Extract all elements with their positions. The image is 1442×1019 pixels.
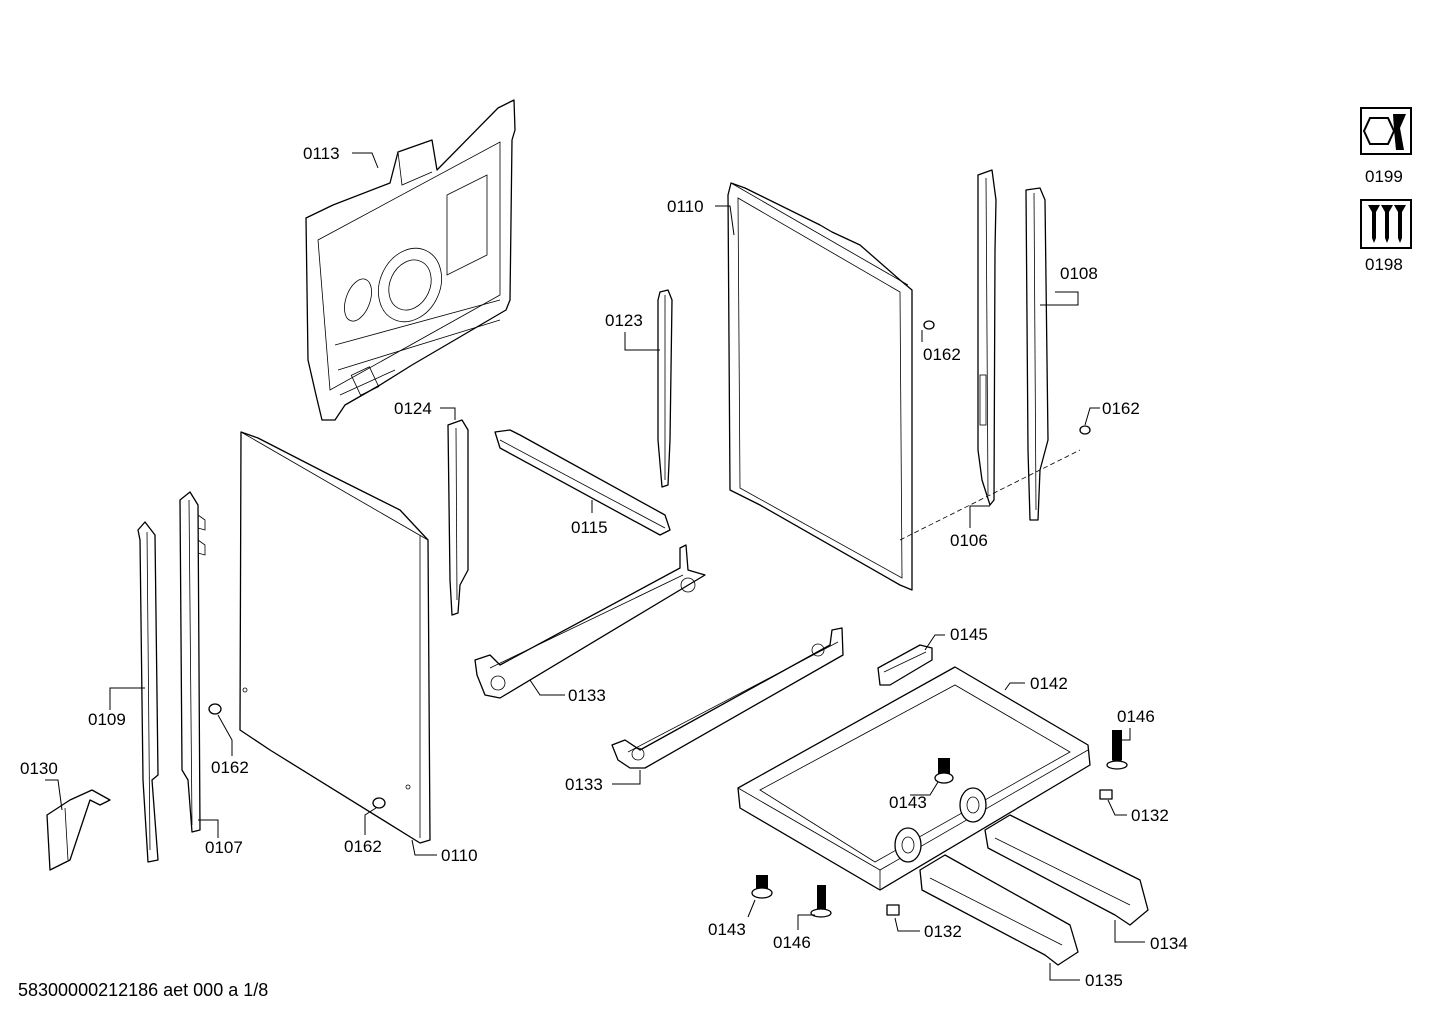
part-0106-rail [977, 169, 997, 506]
label-0199: 0199 [1365, 167, 1403, 186]
label-0110-bottom: 0110 [441, 846, 478, 865]
part-0110-side-panel-bottom [239, 431, 431, 844]
label-0162-a: 0162 [923, 345, 961, 364]
part-0115-bar [494, 429, 671, 536]
label-0115: 0115 [571, 518, 608, 537]
label-0133-a: 0133 [568, 686, 606, 705]
label-0132-a: 0132 [1131, 806, 1169, 825]
part-0146-screw-b [810, 885, 832, 918]
label-0133-b: 0133 [565, 775, 603, 794]
label-0113: 0113 [303, 144, 340, 163]
part-0133-bracket-lower [611, 627, 844, 769]
part-caster-back [959, 787, 987, 823]
leader-lines [45, 152, 1145, 981]
label-0162-b: 0162 [1102, 399, 1140, 418]
label-0124: 0124 [394, 399, 432, 418]
label-0146-a: 0146 [1117, 707, 1155, 726]
label-0145: 0145 [950, 625, 988, 644]
label-0146-b: 0146 [773, 933, 811, 952]
label-0106: 0106 [950, 531, 988, 550]
part-0146-screw-a [1106, 730, 1128, 770]
part-0162-cap-d [372, 797, 386, 809]
part-0145-bracket [877, 644, 933, 686]
label-0109: 0109 [88, 710, 126, 729]
part-0107-rail [179, 491, 206, 833]
part-0130-bracket [46, 789, 111, 871]
part-0134-rail [984, 814, 1149, 926]
document-footer: 58300000212186 aet 000 a 1/8 [18, 980, 269, 1000]
label-0107: 0107 [205, 838, 243, 857]
label-0162-c: 0162 [211, 758, 249, 777]
label-0135: 0135 [1085, 971, 1123, 990]
label-0162-d: 0162 [344, 837, 382, 856]
part-0162-cap-b [1079, 425, 1091, 435]
label-0132-b: 0132 [924, 922, 962, 941]
part-0109-rail [137, 521, 159, 863]
label-0198: 0198 [1365, 255, 1403, 274]
part-caster-front [894, 827, 922, 863]
part-0162-cap-a [923, 320, 935, 330]
label-0108: 0108 [1060, 264, 1098, 283]
label-0134: 0134 [1150, 934, 1188, 953]
part-0113-rear-panel [305, 99, 516, 421]
part-0135-rail [919, 854, 1079, 966]
label-0123: 0123 [605, 311, 643, 330]
part-0133-bracket-upper [474, 544, 706, 699]
label-0142: 0142 [1030, 674, 1068, 693]
part-0108-rail [1025, 187, 1049, 521]
part-0142-base-frame [737, 666, 1091, 891]
part-0143-foot-a [934, 758, 954, 784]
screws-kit-icon [1360, 199, 1412, 249]
part-0132-bolt-a [1099, 789, 1113, 800]
label-0143-a: 0143 [889, 793, 927, 812]
part-0143-foot-b [751, 875, 773, 899]
label-0130: 0130 [20, 759, 58, 778]
part-0132-bolt-b [886, 904, 900, 916]
part-0110-side-panel-top [727, 182, 913, 591]
wrench-service-icon [1360, 107, 1412, 155]
label-0143-b: 0143 [708, 920, 746, 939]
part-0162-cap-c [208, 703, 222, 715]
label-0110-top: 0110 [667, 197, 704, 216]
part-0124-rail [447, 419, 469, 616]
part-0123-rail [657, 289, 673, 488]
